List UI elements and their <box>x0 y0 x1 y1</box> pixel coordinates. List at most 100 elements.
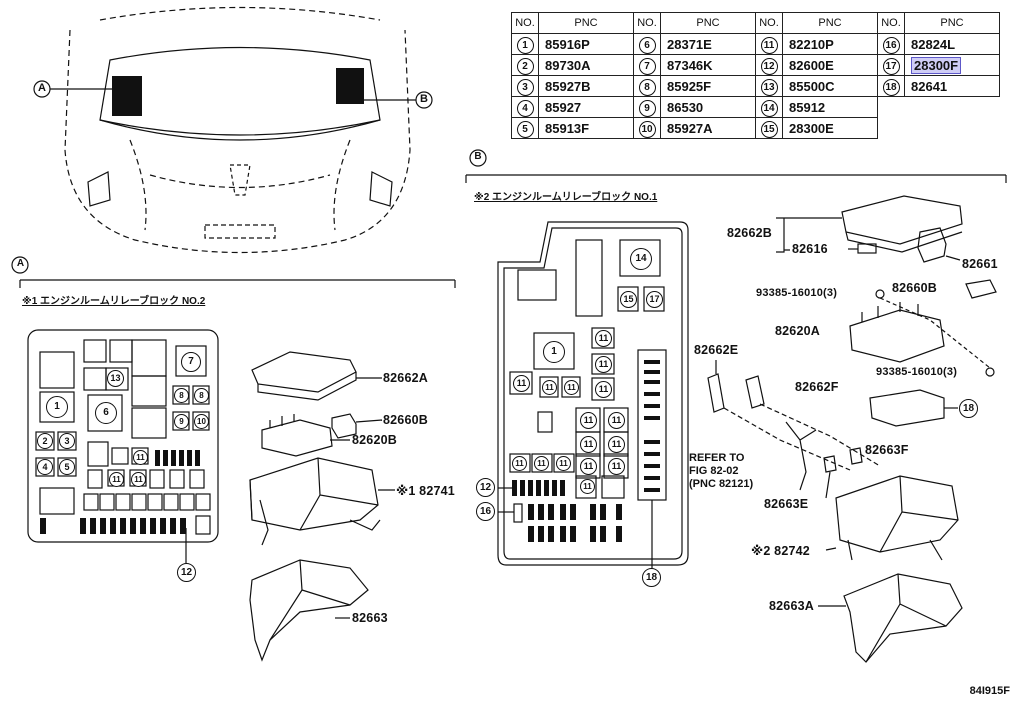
cover-82662b-shape <box>841 195 963 245</box>
label-82662f[interactable]: 82662F <box>795 380 839 394</box>
label-82662a[interactable]: 82662A <box>383 371 428 385</box>
bolt2-shape <box>985 367 995 377</box>
pnc-code[interactable]: 85913F <box>538 117 634 139</box>
pnc-code[interactable]: 82210P <box>782 33 878 55</box>
header-pnc: PNC <box>904 12 1000 34</box>
harness-shape <box>785 421 817 491</box>
block-b-num-11-k: 11 <box>580 458 597 475</box>
relay-82661-shape <box>917 227 947 263</box>
header-no: NO. <box>755 12 783 34</box>
block-b-num-11-e: 11 <box>542 380 557 395</box>
block-b-num-11-l: 11 <box>608 458 625 475</box>
pnc-code[interactable]: 28371E <box>660 33 756 55</box>
block-a-num-2: 2 <box>37 433 53 449</box>
bracket-82662e-shape <box>707 373 725 413</box>
label-82742[interactable]: ※2 82742 <box>751 544 810 558</box>
pnc-code[interactable]: 86530 <box>660 96 756 118</box>
lower-82663-shape <box>249 559 369 662</box>
pnc-code[interactable]: 85927B <box>538 75 634 97</box>
car-marker-b-circle <box>415 91 433 109</box>
section-b-title: ※2 エンジンルームリレーブロック NO.1 <box>474 192 658 203</box>
ref-number: 6 <box>638 36 656 54</box>
callout-12-b: 12 <box>476 478 495 497</box>
bracket-82662f-shape <box>745 375 765 409</box>
pnc-code[interactable]: 28300E <box>782 117 878 139</box>
ref-number: 17 <box>882 57 900 75</box>
block-b-num-11-f: 11 <box>564 380 579 395</box>
header-no: NO. <box>633 12 661 34</box>
ref-number: 1 <box>516 36 534 54</box>
pnc-code[interactable]: 87346K <box>660 54 756 76</box>
label-82660b-b[interactable]: 82660B <box>892 281 937 295</box>
label-82661[interactable]: 82661 <box>962 257 998 271</box>
label-82663e[interactable]: 82663E <box>764 497 809 511</box>
label-93385-1[interactable]: 93385-16010(3) <box>756 287 838 299</box>
relay-block-no2-layout <box>27 329 219 563</box>
label-82616[interactable]: 82616 <box>792 242 828 256</box>
pnc-code[interactable]: 85925F <box>660 75 756 97</box>
ref-number: 13 <box>760 78 778 96</box>
label-82662b[interactable]: 82662B <box>727 226 772 240</box>
ref-number: 3 <box>516 78 534 96</box>
label-93385-2[interactable]: 93385-16010(3) <box>876 366 958 378</box>
ref-number: 16 <box>882 36 900 54</box>
relay-block-a-location <box>112 76 142 116</box>
block-a-num-8: 8 <box>174 388 189 403</box>
pnc-code[interactable]: 85500C <box>782 75 878 97</box>
pnc-code[interactable]: 85912 <box>782 96 878 118</box>
table-row: 3 85927B 8 85925F 13 85500C 18 82641 <box>511 75 1000 97</box>
section-b-exploded-parts <box>707 195 997 663</box>
ref-number: 8 <box>638 78 656 96</box>
label-82663f[interactable]: 82663F <box>865 443 909 457</box>
block-a-num-11c: 11 <box>131 472 146 487</box>
callout-18-block: 18 <box>642 568 661 587</box>
header-no: NO. <box>877 12 905 34</box>
label-82662e[interactable]: 82662E <box>694 343 739 357</box>
section-a-bracket <box>11 256 456 288</box>
block-a-num-7: 7 <box>181 352 201 372</box>
ref-number: 10 <box>638 120 656 138</box>
module-18-shape <box>869 389 945 427</box>
pnc-code[interactable]: 85927 <box>538 96 634 118</box>
relay-block-no1-layout <box>497 221 689 568</box>
label-82663a[interactable]: 82663A <box>769 599 814 613</box>
table-empty-cell <box>878 97 1000 118</box>
label-82741[interactable]: ※1 82741 <box>396 484 455 498</box>
pnc-code[interactable]: 82641 <box>904 75 1000 97</box>
bolt1-shape <box>875 289 885 299</box>
refer-note[interactable]: REFER TO FIG 82-02 (PNC 82121) <box>689 452 754 490</box>
label-82660b-a[interactable]: 82660B <box>383 413 428 427</box>
pnc-code[interactable]: 89730A <box>538 54 634 76</box>
pnc-code-highlighted[interactable]: 28300F <box>904 54 1000 76</box>
block-b-num-11-h: 11 <box>608 412 625 429</box>
block-b-num-11-p: 11 <box>580 479 595 494</box>
terminal-82663f-shape <box>849 447 863 465</box>
label-82620b[interactable]: 82620B <box>352 433 397 447</box>
callout-16: 16 <box>476 502 495 521</box>
block-a-num-4: 4 <box>37 459 53 475</box>
cover-82662a-shape <box>251 351 357 393</box>
ref-number: 18 <box>882 78 900 96</box>
box-82742-shape <box>835 475 959 553</box>
box-82741-shape <box>249 457 379 531</box>
table-row: 1 85916P 6 28371E 11 82210P 16 82824L <box>511 33 1000 55</box>
relay-82660b-b-shape <box>965 279 997 299</box>
label-82620a[interactable]: 82620A <box>775 324 820 338</box>
pnc-code[interactable]: 85916P <box>538 33 634 55</box>
block-a-num-5: 5 <box>59 459 75 475</box>
ref-number: 15 <box>760 120 778 138</box>
section-b-marker: B <box>474 151 482 162</box>
block-b-num-17: 17 <box>646 291 663 308</box>
ref-number: 2 <box>516 57 534 75</box>
highlighted-pnc[interactable]: 28300F <box>911 56 962 74</box>
pnc-code[interactable]: 82600E <box>782 54 878 76</box>
ref-number: 12 <box>760 57 778 75</box>
pnc-code[interactable]: 85927A <box>660 117 756 139</box>
lower-82663a-shape <box>843 573 963 663</box>
ref-number: 9 <box>638 99 656 117</box>
label-82663[interactable]: 82663 <box>352 611 388 625</box>
pnc-code[interactable]: 82824L <box>904 33 1000 55</box>
block-b-num-15: 15 <box>620 291 637 308</box>
block-82620a-shape <box>849 309 945 363</box>
